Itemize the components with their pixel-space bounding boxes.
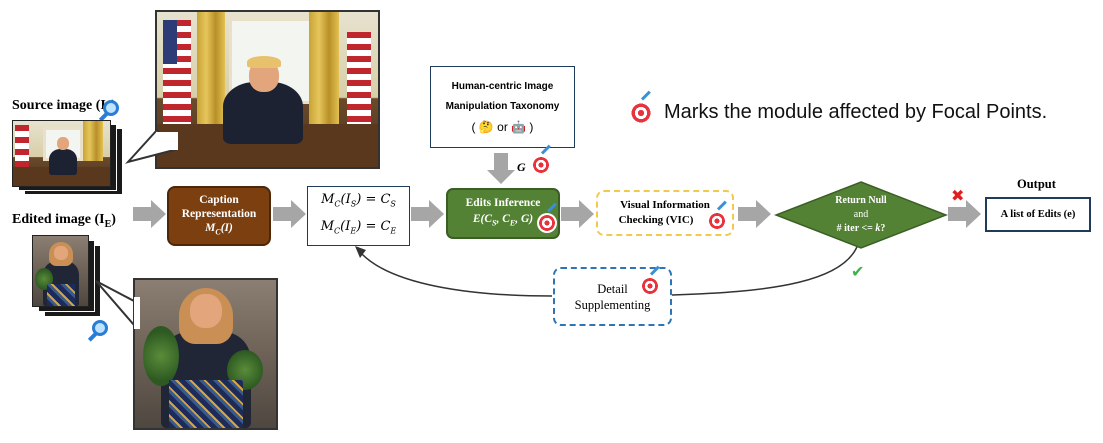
- edited-image-enlarged: [133, 278, 278, 430]
- target-icon: [531, 144, 551, 175]
- cross-icon: ✖: [951, 186, 965, 205]
- caption-outputs-box: MC(IS) = CS MC(IE) = CE: [307, 186, 410, 246]
- taxonomy-line3: ( 🤔 or 🤖 ): [471, 120, 534, 134]
- vic-line1: Visual Information: [620, 199, 710, 211]
- magnifier-icon: [92, 320, 108, 336]
- source-callout-pointer: [125, 128, 178, 164]
- target-icon: [629, 90, 653, 125]
- focal-points-legend: Marks the module affected by Focal Point…: [664, 101, 1048, 123]
- output-box-text: A list of Edits (e): [1000, 209, 1076, 220]
- taxonomy-line1: Human-centric Image: [451, 81, 554, 92]
- taxonomy-box: Human-centric Image Manipulation Taxonom…: [430, 66, 575, 148]
- source-thumbnail: [12, 120, 111, 187]
- edited-image-label: Edited image (IE): [12, 212, 116, 230]
- magnifier-icon: [103, 100, 119, 116]
- target-icon: [537, 202, 557, 233]
- target-icon: [640, 265, 660, 296]
- vic-box: Visual Information Checking (VIC): [596, 190, 734, 236]
- output-header: Output: [1017, 177, 1056, 191]
- target-icon: [707, 200, 727, 231]
- taxonomy-line2: Manipulation Taxonomy: [445, 101, 560, 112]
- g-label: G: [517, 160, 526, 174]
- caption-formula: MC(I): [205, 221, 233, 237]
- caption-representation-box: Caption Representation MC(I): [167, 186, 271, 246]
- detail-supplementing-box: Detail Supplementing: [553, 267, 672, 326]
- decision-line2: and: [853, 209, 869, 220]
- check-icon: ✔: [851, 262, 865, 281]
- output-box: A list of Edits (e): [985, 197, 1091, 232]
- edited-callout-pointer: [95, 280, 140, 329]
- caption-line2: Representation: [181, 207, 257, 220]
- vic-line2: Checking (VIC): [618, 214, 694, 226]
- caption-output-source: MC(IS) = CS: [321, 192, 396, 209]
- edited-thumbnail: [32, 235, 89, 307]
- decision-diamond: [774, 181, 948, 249]
- caption-output-edited: MC(IE) = CE: [320, 219, 397, 236]
- decision-line3: # iter <= k?: [836, 223, 886, 234]
- edits-inference-formula: E(CS, CE, G): [472, 213, 534, 228]
- caption-line1: Caption: [199, 193, 239, 206]
- detail-line2: Supplementing: [574, 297, 651, 312]
- edits-inference-title: Edits Inference: [465, 197, 541, 210]
- decision-line1: Return Null: [835, 195, 887, 206]
- detail-line1: Detail: [597, 281, 628, 296]
- decision-text: Return Null and # iter <= k?: [810, 190, 912, 240]
- source-image-enlarged: [155, 10, 380, 169]
